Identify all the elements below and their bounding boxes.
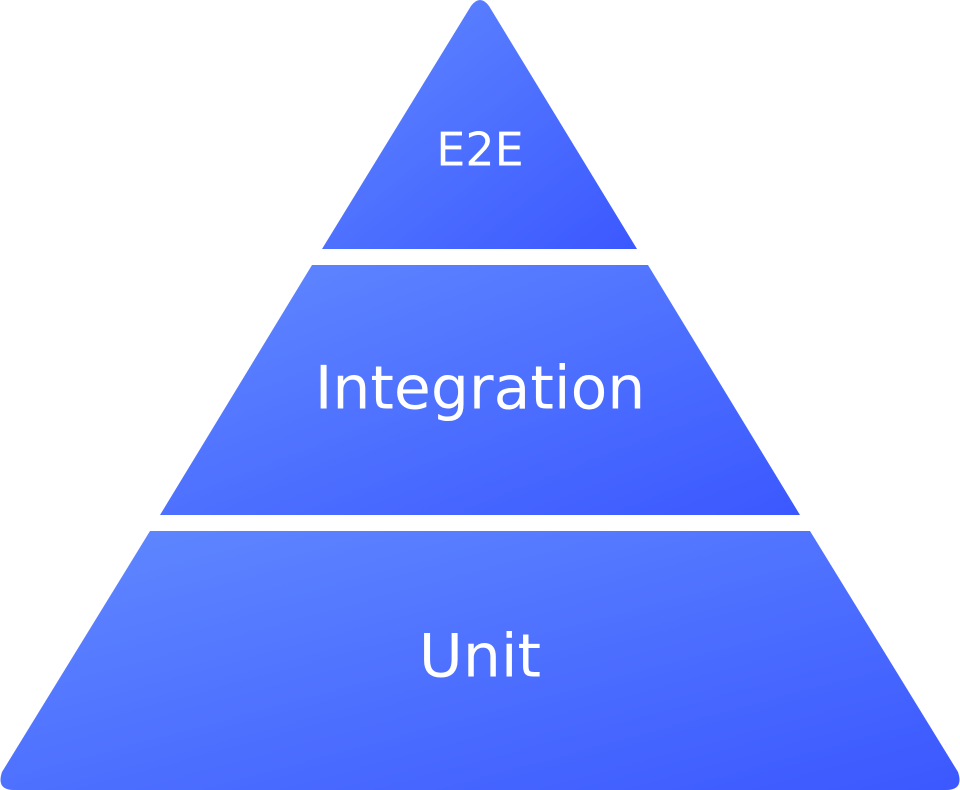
tier-label-unit: Unit [419,622,541,692]
tier-label-e2e: E2E [436,123,523,177]
pyramid-tier-e2e: E2E [322,0,637,249]
pyramid-tier-integration: Integration [160,265,800,515]
tier-label-integration: Integration [315,354,646,424]
pyramid-tier-unit: Unit [0,531,960,790]
